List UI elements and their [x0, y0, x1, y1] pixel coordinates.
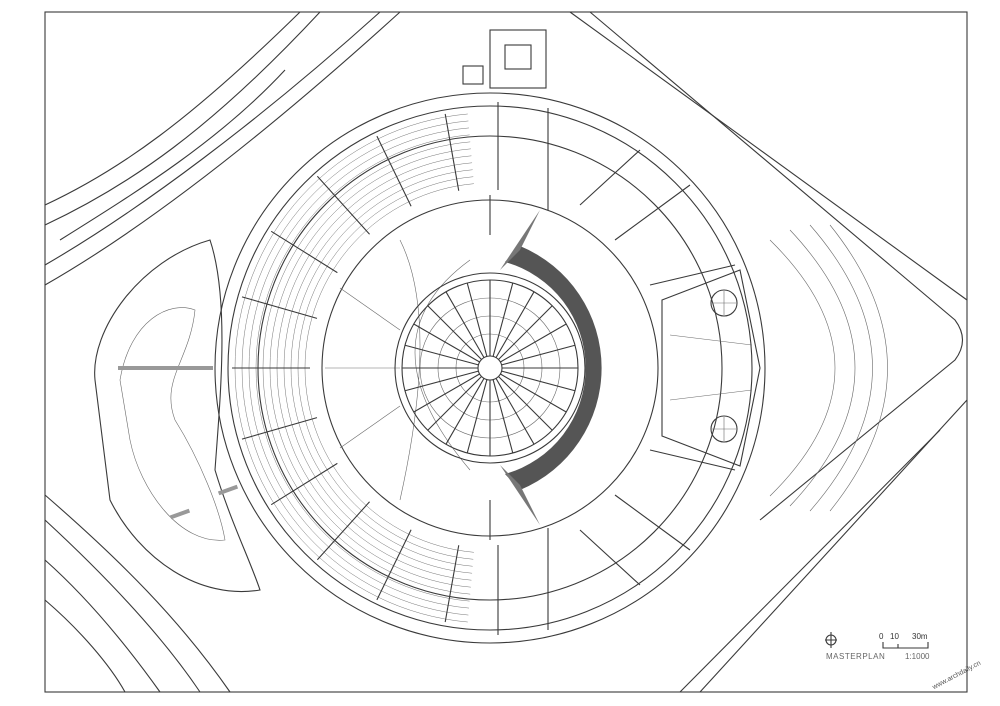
- park-island: [94, 239, 261, 592]
- dome-rib: [404, 370, 479, 392]
- seating-aisle: [270, 462, 338, 506]
- seating-aisle: [241, 296, 318, 319]
- seating-aisle: [444, 545, 460, 623]
- north-arrow-icon: [825, 632, 837, 648]
- inner-plaza: [321, 195, 659, 540]
- scale-tick-0: 0: [879, 632, 884, 641]
- seating-aisle: [241, 417, 318, 440]
- road-lines-northwest: [44, 11, 401, 286]
- dome-rib: [445, 291, 485, 358]
- drawing-frame: [44, 11, 968, 693]
- scale-tick-10: 10: [890, 632, 899, 641]
- dome-rib: [501, 370, 576, 392]
- east-lawn: [769, 224, 888, 512]
- dome-rib: [492, 379, 514, 454]
- north-gate-building: [462, 29, 547, 89]
- scale-bar: [882, 642, 929, 649]
- dome-rib: [500, 373, 567, 413]
- drawing-caption: MASTERPLAN: [826, 652, 886, 661]
- seating-aisle: [444, 113, 460, 191]
- dome-rib: [466, 379, 488, 454]
- seating-aisle: [270, 230, 338, 274]
- dome-rib: [413, 323, 480, 363]
- road-lines-southwest: [44, 494, 231, 693]
- ring-roads: [214, 92, 766, 644]
- site-boundary-east: [569, 11, 968, 693]
- dome-rib: [498, 376, 553, 431]
- dome-rib: [498, 305, 553, 360]
- scale-ratio: 1:1000: [905, 652, 930, 661]
- seating-aisle: [316, 501, 370, 561]
- dome-rib: [427, 305, 482, 360]
- east-plaza-sectors: [497, 102, 736, 635]
- dome-rib: [495, 378, 535, 445]
- dome-rib: [466, 282, 488, 357]
- basketball-courts: [661, 269, 761, 467]
- dome-rib: [492, 282, 514, 357]
- grandstand-band: [500, 210, 602, 525]
- dome-rib: [445, 378, 485, 445]
- central-dome: [394, 272, 586, 464]
- dome-rib: [404, 344, 479, 366]
- scale-tick-30: 30m: [912, 632, 928, 641]
- dome-rib: [495, 291, 535, 358]
- seating-bowl: [232, 113, 474, 623]
- seating-aisle: [316, 175, 370, 235]
- dome-rib: [427, 376, 482, 431]
- dome-rib: [501, 344, 576, 366]
- seating-aisle: [376, 529, 412, 601]
- dome-rib: [413, 373, 480, 413]
- dome-rib: [500, 323, 567, 363]
- seating-aisle: [376, 135, 412, 207]
